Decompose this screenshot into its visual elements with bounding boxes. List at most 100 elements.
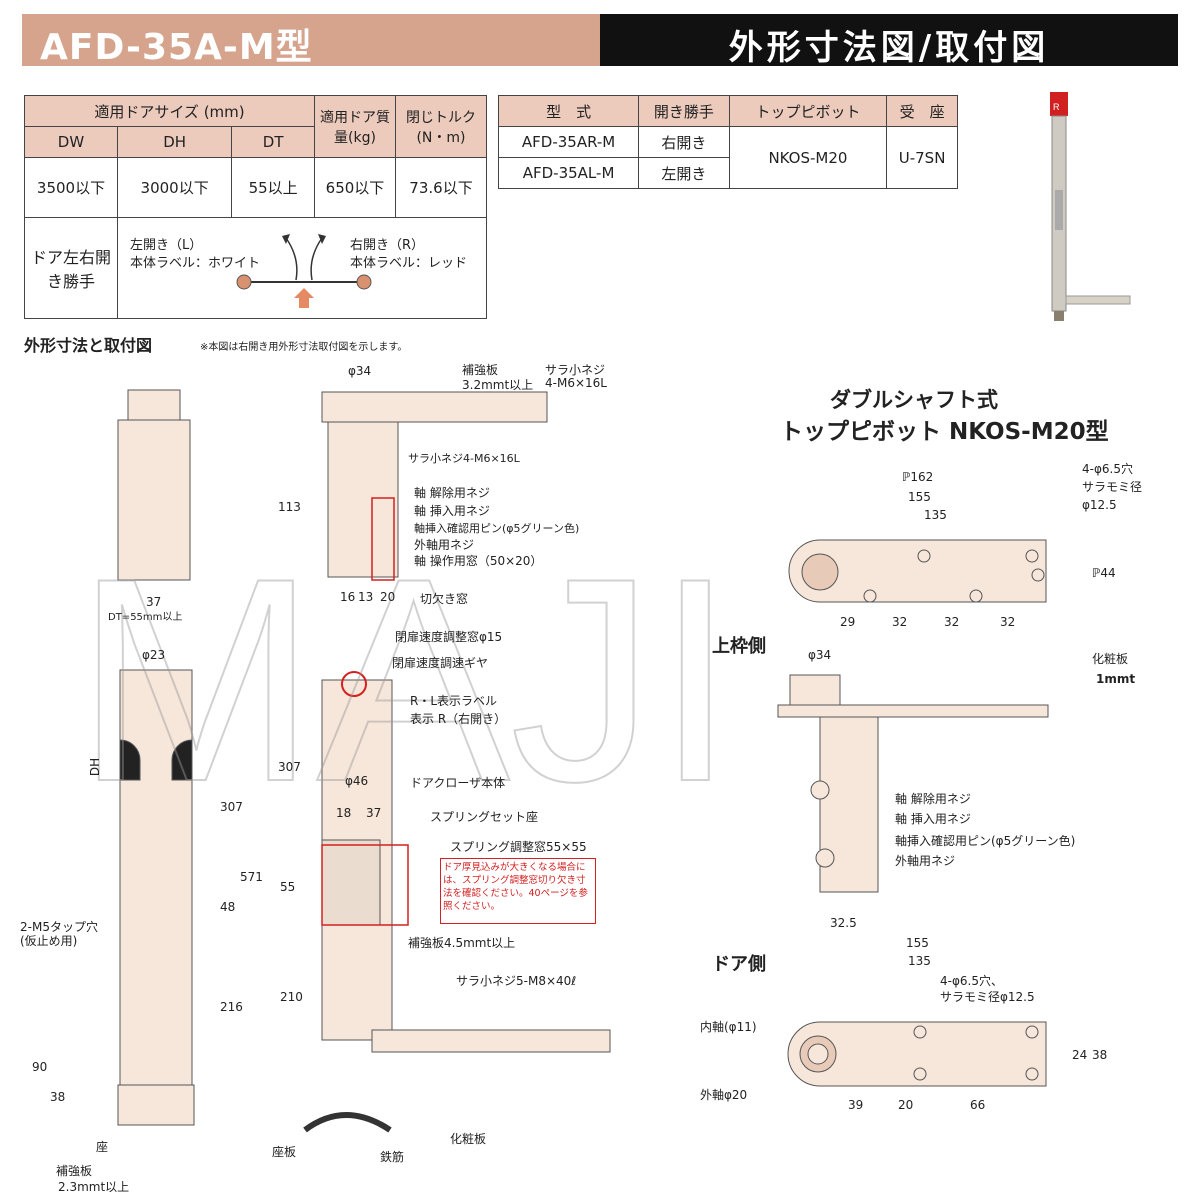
label-screw-m8: サラ小ネジ5-M8×40ℓ: [456, 974, 577, 988]
section-title: 外形寸法図/取付図: [728, 28, 1050, 68]
model-row-1-swing: 右開き: [638, 126, 730, 158]
pivot-title-2: トップピボット NKOS-M20型: [780, 419, 1109, 445]
left-label-text: 本体ラベル：ホワイト: [130, 256, 261, 271]
label-outer-shaft-d: 外軸φ20: [700, 1088, 748, 1102]
label-rl-display: 表示 R（右開き）: [410, 712, 507, 726]
dim-307: 307: [220, 800, 243, 814]
model-table: 型 式 開き勝手 トップピボット 受 座 AFD-35AR-M 右開き NKOS…: [497, 95, 958, 189]
pivot-door-plan: [787, 1021, 1047, 1087]
dim-32c: 32: [1000, 615, 1016, 629]
svg-text:R: R: [1053, 102, 1060, 112]
label-shaft-pin: 軸挿入確認用ピン(φ5グリーン色): [414, 522, 580, 535]
pivot-value: NKOS-M20: [728, 126, 888, 189]
label-cosmetic-t: 1mmt: [1096, 672, 1136, 686]
dim-24: 24: [1072, 1048, 1088, 1062]
section-title-banner: 外形寸法図/取付図: [600, 14, 1178, 68]
label-reinforce-t: 3.2mmt以上: [462, 378, 534, 392]
left-swing-text: 左開き（L）: [130, 238, 203, 253]
section-subtitle: 外形寸法と取付図: [24, 336, 153, 355]
dim-325: 32.5: [830, 916, 857, 930]
label-dt: DT=55mm以上: [108, 612, 183, 623]
label-screw-top-spec: 4-M6×16L: [545, 376, 607, 390]
label-notch: 切欠き窓: [420, 592, 469, 606]
col-dh: DH: [116, 126, 233, 158]
label-closer-body: ドアクローザ本体: [410, 776, 506, 790]
label-shaft-release2: 軸 解除用ネジ: [895, 792, 971, 806]
right-label-text: 本体ラベル：レッド: [350, 256, 468, 271]
pivot-mid-view: [777, 674, 1049, 893]
spec-table: 適用ドアサイズ (mm) 適用ドア質量(kg) 閉じトルク(N・m) DW DH…: [24, 95, 487, 319]
pivot-top-plan: [788, 539, 1047, 603]
label-seat: 座: [96, 1140, 109, 1154]
dim-18: 18: [336, 806, 352, 820]
dim-155b: 155: [906, 936, 929, 950]
label-spring-window: スプリング調整窓55×55: [450, 840, 587, 854]
side-view: [303, 391, 611, 1133]
model-row-1-type: AFD-35AR-M: [497, 126, 640, 158]
label-reinforce-45: 補強板4.5mmt以上: [408, 936, 516, 950]
label-shaft-insert2: 軸 挿入用ネジ: [895, 812, 971, 826]
upper-frame-label: 上枠側: [712, 636, 766, 657]
label-rebar: 鉄筋: [380, 1150, 405, 1164]
label-holes-top-sub: サラモミ径: [1082, 480, 1143, 494]
swing-row-header: ドア左右開き勝手: [24, 217, 118, 319]
front-view: [117, 389, 195, 1126]
label-holes-door-sub: サラモミ径φ12.5: [940, 990, 1035, 1004]
label-holes-top: 4-φ6.5穴: [1082, 462, 1133, 476]
dim-p162: ℙ162: [902, 470, 934, 484]
label-rl: R・L表示ラベル: [410, 694, 498, 708]
label-outer-shaft2: 外軸用ネジ: [895, 854, 956, 868]
dim-307b: 307: [278, 760, 301, 774]
dim-13: 13: [358, 590, 374, 604]
dim-20: 20: [380, 590, 396, 604]
dim-phi23: φ23: [142, 648, 166, 662]
col-dw: DW: [24, 126, 118, 158]
section-note: ※本図は右開き用外形寸法取付図を示します。: [200, 342, 408, 353]
label-seat-plate: 座板: [272, 1145, 297, 1159]
dim-135: 135: [924, 508, 947, 522]
label-speed-gear: 閉扉速度調速ギヤ: [392, 656, 489, 670]
dim-32a: 32: [892, 615, 908, 629]
dim-90: 90: [32, 1060, 48, 1074]
dim-20b: 20: [898, 1098, 914, 1112]
dim-55: 55: [280, 880, 296, 894]
label-cosmetic-top: 化粧板: [1092, 652, 1129, 666]
label-shaft-pin2: 軸挿入確認用ピン(φ5グリーン色): [895, 834, 1076, 848]
dim-phi34b: φ34: [808, 648, 832, 662]
door-side-label: ドア側: [712, 954, 766, 975]
model-header-type: 型 式: [497, 95, 640, 127]
dim-571: 571: [240, 870, 263, 884]
label-shaft-release: 軸 解除用ネジ: [414, 486, 490, 500]
torque-header: 閉じトルク(N・m): [395, 95, 487, 158]
label-spring-seat: スプリングセット座: [430, 810, 539, 824]
label-holes-door: 4-φ6.5穴、: [940, 974, 1003, 988]
dim-135b: 135: [908, 954, 931, 968]
swing-arrows-icon: [236, 234, 372, 308]
door-size-header: 適用ドアサイズ (mm): [24, 95, 315, 127]
label-inner-shaft: 内軸(φ11): [700, 1020, 757, 1034]
label-tap-hole: 2-M5タップ穴: [20, 920, 98, 934]
weight-value: 650以下: [314, 157, 396, 218]
swing-diagram-cell: 左開き（L） 本体ラベル：ホワイト 右開き（R） 本体ラベル：レッド: [117, 217, 487, 319]
dim-29: 29: [840, 615, 856, 629]
model-row-2-swing: 左開き: [638, 157, 730, 189]
label-speed-window: 閉扉速度調整窓φ15: [395, 630, 503, 644]
dim-113: 113: [278, 500, 301, 514]
dim-216: 216: [220, 1000, 243, 1014]
seat-value: U-7SN: [886, 126, 958, 189]
dim-37b: 37: [366, 806, 382, 820]
label-shaft-window: 軸 操作用窓（50×20）: [414, 554, 543, 568]
dim-phi46: φ46: [345, 774, 369, 788]
dim-48: 48: [220, 900, 236, 914]
dim-39: 39: [848, 1098, 864, 1112]
dim-phi125: φ12.5: [1082, 498, 1117, 512]
dim-38: 38: [50, 1090, 66, 1104]
dim-155: 155: [908, 490, 931, 504]
label-cosmetic: 化粧板: [450, 1132, 487, 1146]
model-title-banner: AFD-35A-M型: [22, 14, 600, 68]
dim-32b: 32: [944, 615, 960, 629]
right-swing-text: 右開き（R）: [350, 238, 425, 253]
dim-37: 37: [146, 595, 162, 609]
label-shaft-insert: 軸 挿入用ネジ: [414, 504, 490, 518]
label-tap-hole-sub: (仮止め用): [20, 934, 78, 948]
